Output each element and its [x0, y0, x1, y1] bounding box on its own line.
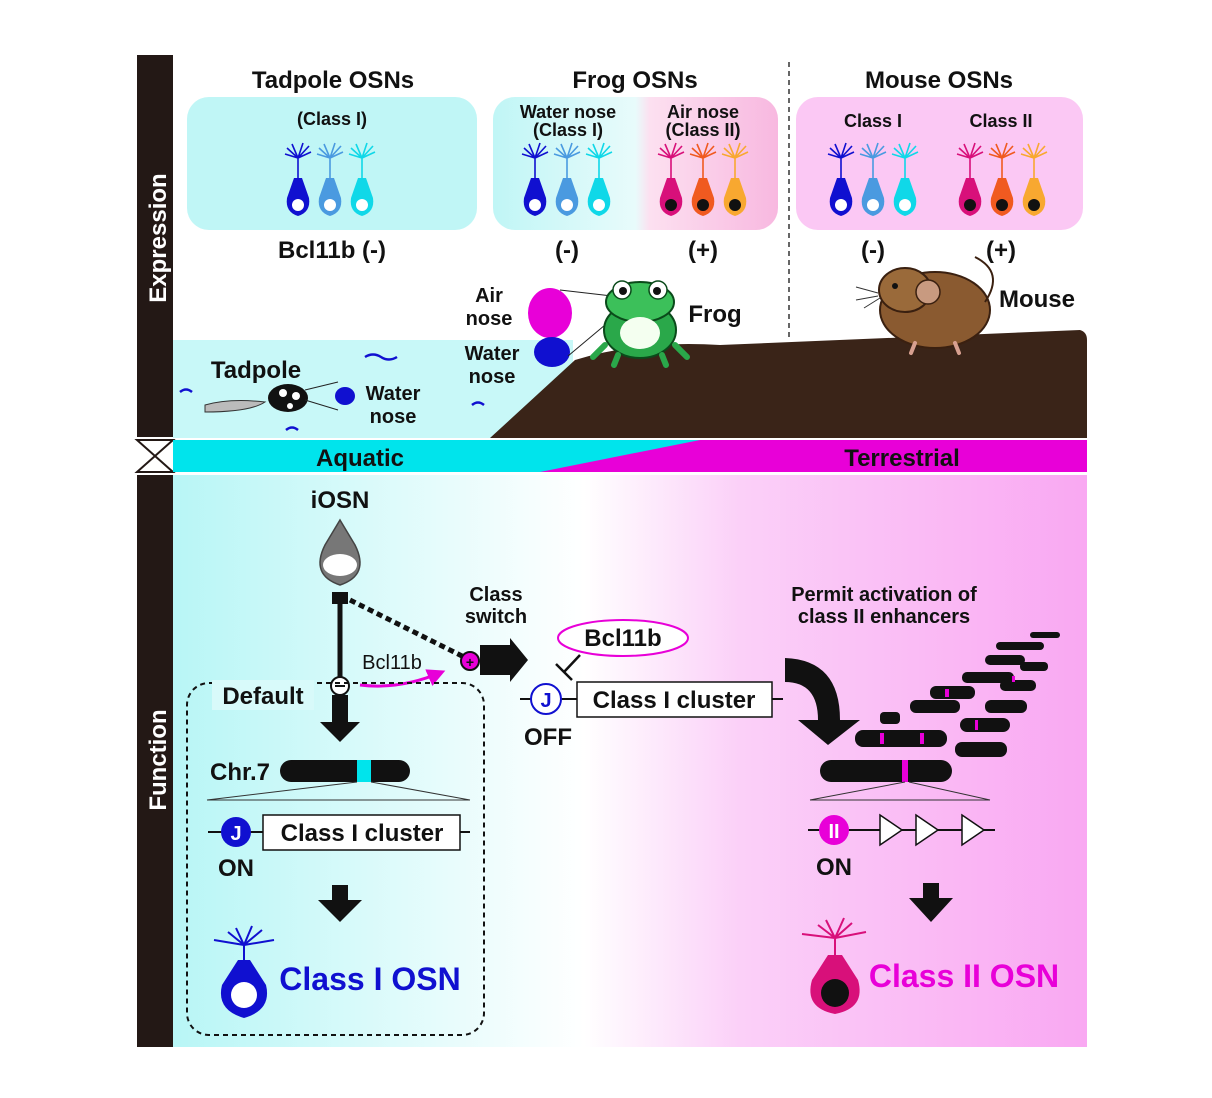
- aquatic-label: Aquatic: [316, 445, 404, 472]
- plus-sign: +: [466, 654, 474, 670]
- tadpole-osns-title: Tadpole OSNs: [252, 67, 414, 94]
- wave-icon: [364, 353, 398, 361]
- mouse-class2-neurons: [956, 142, 1048, 217]
- on-right-label: ON: [816, 854, 852, 881]
- frog-air-class-label: (Class II): [665, 120, 740, 140]
- chr-class2-band: [902, 760, 908, 782]
- bcl11b-arrow: [359, 669, 446, 688]
- wave-icon: [285, 426, 299, 432]
- air-nose-label-1: Air: [475, 285, 503, 307]
- chr-class2-chromosome: [820, 760, 952, 782]
- plus-node-icon: [460, 651, 480, 671]
- class1-osn-label: Class I OSN: [279, 961, 460, 997]
- chromosome-cluster-icon: [855, 632, 1060, 757]
- mouse-class2-label: Class II: [969, 111, 1032, 131]
- expression-label: Expression: [145, 173, 172, 302]
- permit-label-2: class II enhancers: [798, 606, 970, 628]
- chr7-cluster-band: [357, 760, 371, 782]
- class1-cluster-on-label: Class I cluster: [281, 820, 444, 847]
- frog-water-nose-label: Water nose: [520, 102, 616, 122]
- mouse-label: Mouse: [999, 286, 1075, 313]
- tadpole-illustration: [204, 384, 308, 413]
- class1-cluster-off-label: Class I cluster: [593, 687, 756, 714]
- bcl11b-oval-label: Bcl11b: [584, 625, 661, 652]
- chr7-chromosome: [280, 760, 410, 782]
- enhancer-triangle-icon: [961, 813, 986, 847]
- repression-icon: [555, 654, 581, 681]
- class1-cluster-on-box: [262, 814, 461, 851]
- expression-sidebar: [137, 55, 173, 437]
- default-label-bg: [212, 680, 314, 710]
- default-box: [186, 682, 485, 1036]
- enhancer-triangle-icon: [879, 813, 904, 847]
- class-switch-label-1: Class: [469, 584, 522, 606]
- tadpole-osn-box: [187, 97, 477, 230]
- frog-class1-neurons: [521, 142, 613, 217]
- down-arrow-icon: [909, 883, 953, 922]
- mouse-plus-label: (+): [986, 237, 1016, 264]
- bcl11b-oval: [557, 619, 689, 657]
- switch-path-dashed: [348, 597, 468, 661]
- class1-cluster-off-box: [576, 681, 773, 718]
- terrestrial-label: Terrestrial: [844, 445, 960, 472]
- tadpole-water-nose-icon: [335, 387, 355, 405]
- air-nose-label-2: nose: [466, 308, 513, 330]
- tadpole-label: Tadpole: [211, 357, 301, 384]
- class-switch-label-2: switch: [465, 606, 527, 628]
- mouse-minus-label: (-): [861, 237, 885, 264]
- class2-osn-neuron-icon: [801, 917, 867, 1014]
- switch-arrow-icon: [480, 638, 528, 682]
- frog-osns-title: Frog OSNs: [572, 67, 697, 94]
- j-off-icon: [530, 683, 562, 715]
- terrestrial-strip: [540, 440, 1087, 472]
- frog-air-nose-label: Air nose: [667, 102, 739, 122]
- tadpole-bcl11b-label: Bcl11b (-): [278, 237, 386, 264]
- frog-plus-label: (+): [688, 237, 718, 264]
- ii-on-letter: II: [828, 821, 839, 843]
- frog-water-nose-icon: [534, 337, 570, 367]
- class2-osn-label: Class II OSN: [869, 958, 1059, 994]
- j-off-letter: J: [540, 690, 551, 712]
- frog-water-class-label: (Class I): [533, 120, 603, 140]
- enhancer-triangle-icon: [915, 813, 940, 847]
- frog-class2-neurons: [657, 142, 749, 217]
- ii-on-icon: [819, 815, 849, 845]
- frog-label: Frog: [688, 301, 741, 328]
- water-area: [173, 340, 573, 438]
- function-sidebar: [137, 475, 173, 1047]
- tadpole-class1-neurons: [284, 142, 376, 217]
- function-label: Function: [145, 709, 172, 810]
- iosn-label: iOSN: [311, 487, 370, 514]
- down-arrow-icon: [320, 695, 360, 742]
- mouse-illustration: [855, 256, 994, 355]
- iosn-stem: [332, 592, 348, 604]
- chr7-label: Chr.7: [210, 759, 270, 786]
- frog-minus-label: (-): [555, 237, 579, 264]
- j-on-letter: J: [230, 823, 241, 845]
- wave-icon: [179, 388, 193, 394]
- class1-osn-neuron-icon: [213, 925, 275, 1018]
- tadpole-class-label: (Class I): [297, 109, 367, 129]
- bcl11b-arrow-label: Bcl11b: [362, 652, 422, 674]
- mouse-class1-label: Class I: [844, 111, 902, 131]
- mouse-osns-title: Mouse OSNs: [865, 67, 1013, 94]
- frog-water-nose-label-2: nose: [469, 366, 516, 388]
- on-left-label: ON: [218, 855, 254, 882]
- down-arrow-icon: [318, 885, 362, 922]
- frog-air-nose-icon: [528, 288, 572, 338]
- default-label: Default: [222, 683, 303, 710]
- iosn-nucleus: [323, 554, 357, 576]
- sidebar-divider-icon: [134, 439, 176, 473]
- tadpole-water-nose-label-2: nose: [370, 406, 417, 428]
- tadpole-water-nose-label-1: Water: [366, 383, 421, 405]
- off-label: OFF: [524, 724, 572, 751]
- curved-arrow-icon: [785, 658, 860, 745]
- permit-label-1: Permit activation of: [791, 584, 977, 606]
- wave-icon: [471, 401, 485, 407]
- j-on-icon: [221, 817, 251, 847]
- frog-illustration: [590, 280, 690, 368]
- frog-water-nose-label-1: Water: [465, 343, 520, 365]
- mouse-class1-neurons: [827, 142, 919, 217]
